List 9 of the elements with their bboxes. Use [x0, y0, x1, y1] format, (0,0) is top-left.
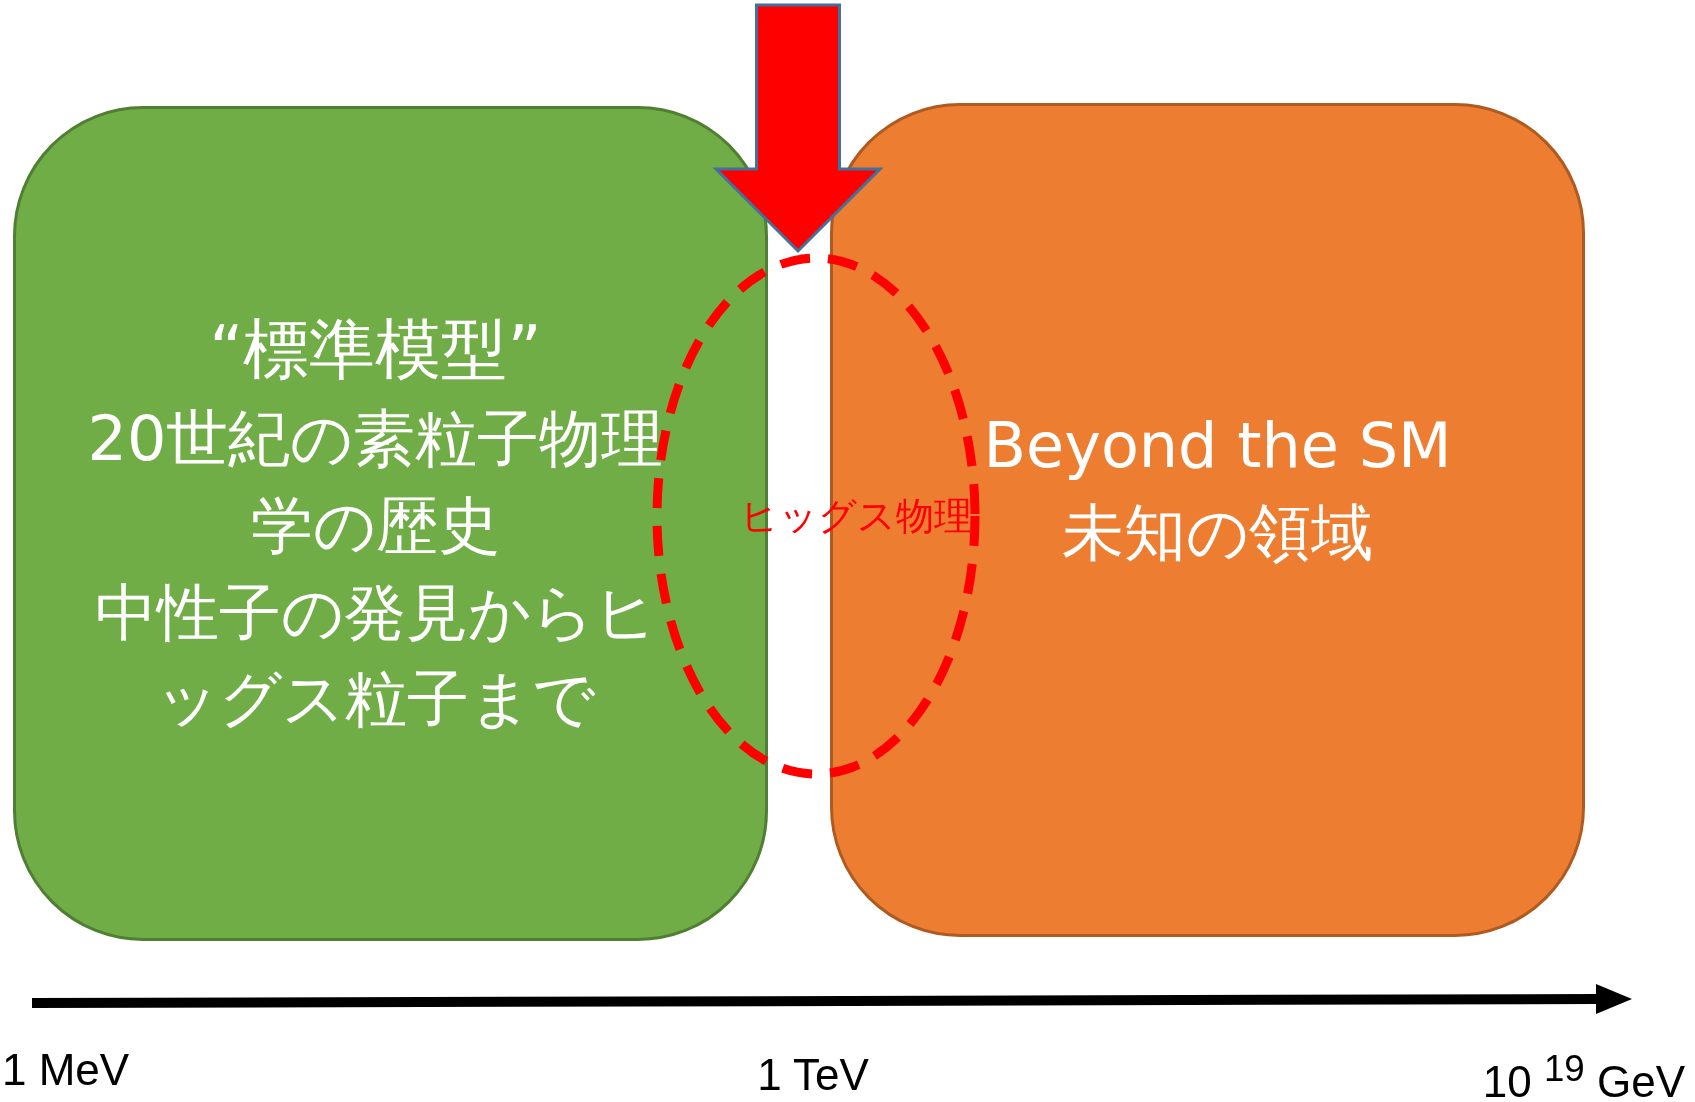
box-text: Beyond the SM [983, 408, 1452, 485]
axis-label: 1 TeV [757, 1050, 869, 1100]
block-arrow [712, 3, 884, 254]
axis-label: 1 MeV [2, 1045, 130, 1095]
box-text: 中性子の発見からヒッグス粒子まで [93, 574, 658, 738]
box-text: 20世紀の素粒子物理学の歴史 [86, 401, 665, 564]
axis-label: 10 $^{19}$ GeV [1482, 1048, 1685, 1102]
box-text: 未知の領域 [1061, 495, 1374, 571]
box-heading: “標準模型” [208, 309, 543, 390]
